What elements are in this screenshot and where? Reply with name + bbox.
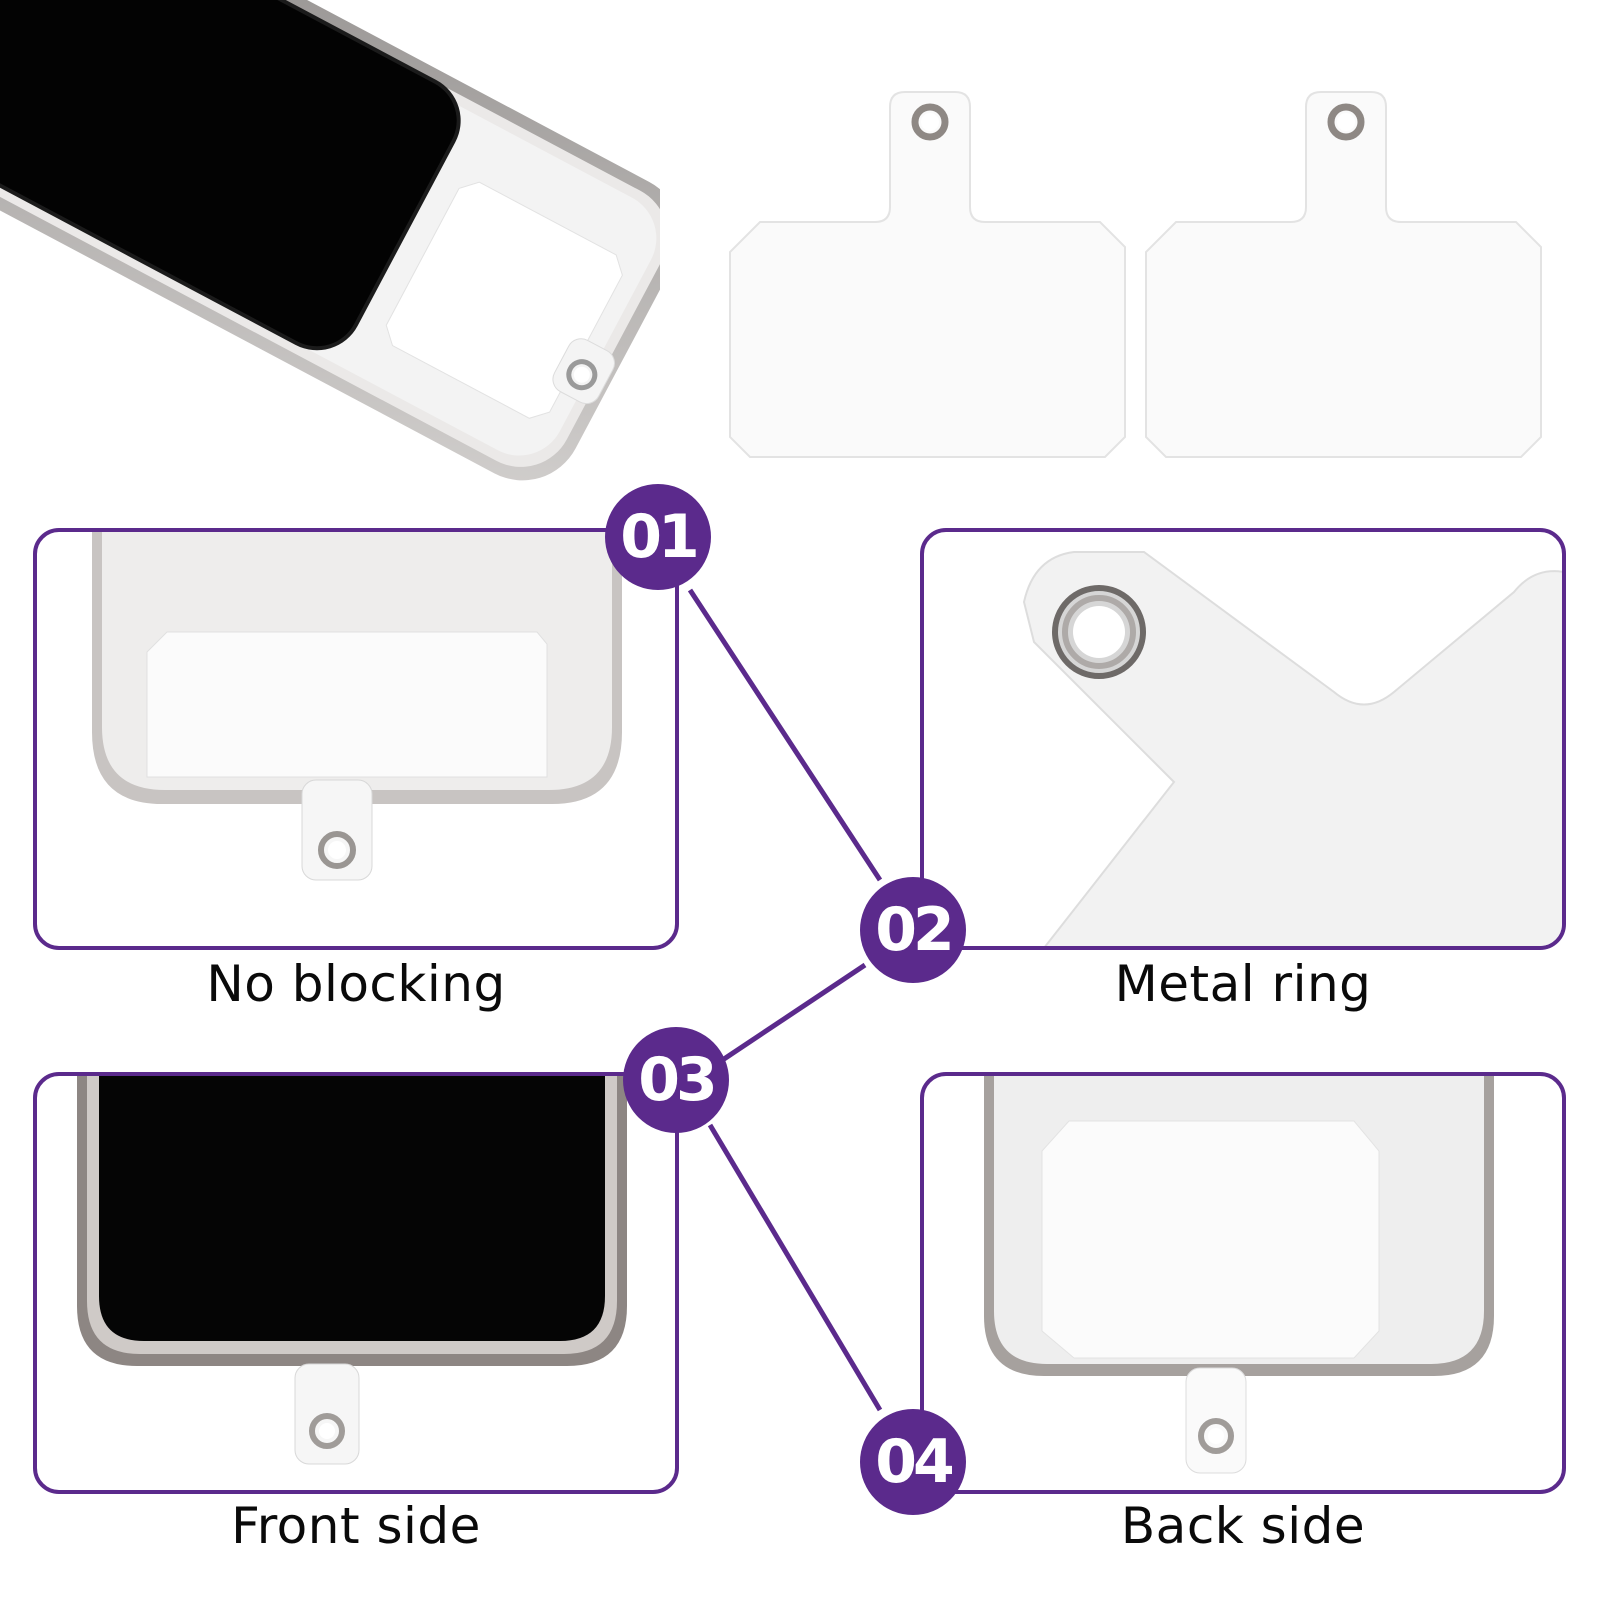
hero-phone-case-image	[0, 0, 682, 500]
feature-badge-03: 03	[623, 1027, 729, 1133]
metal-ring-closeup-image	[1022, 551, 1562, 946]
feature-panel-metal-ring	[920, 528, 1566, 950]
feature-panel-front-side	[33, 1072, 679, 1494]
feature-label-front-side: Front side	[231, 1497, 481, 1555]
tether-pad-right	[1136, 82, 1556, 462]
feature-label-back-side: Back side	[1120, 1497, 1366, 1555]
feature-badge-01: 01	[605, 484, 711, 590]
phone-front-image	[77, 1076, 627, 1465]
feature-badge-04: 04	[860, 1409, 966, 1515]
feature-label-metal-ring: Metal ring	[1114, 955, 1372, 1013]
clear-case-bottom-image	[92, 532, 622, 881]
feature-panel-no-blocking	[33, 528, 679, 950]
clear-case-back-image	[984, 1076, 1494, 1474]
feature-panel-back-side	[920, 1072, 1566, 1494]
tether-pad-left	[720, 82, 1140, 462]
feature-label-no-blocking: No blocking	[206, 955, 506, 1013]
feature-badge-02: 02	[860, 877, 966, 983]
